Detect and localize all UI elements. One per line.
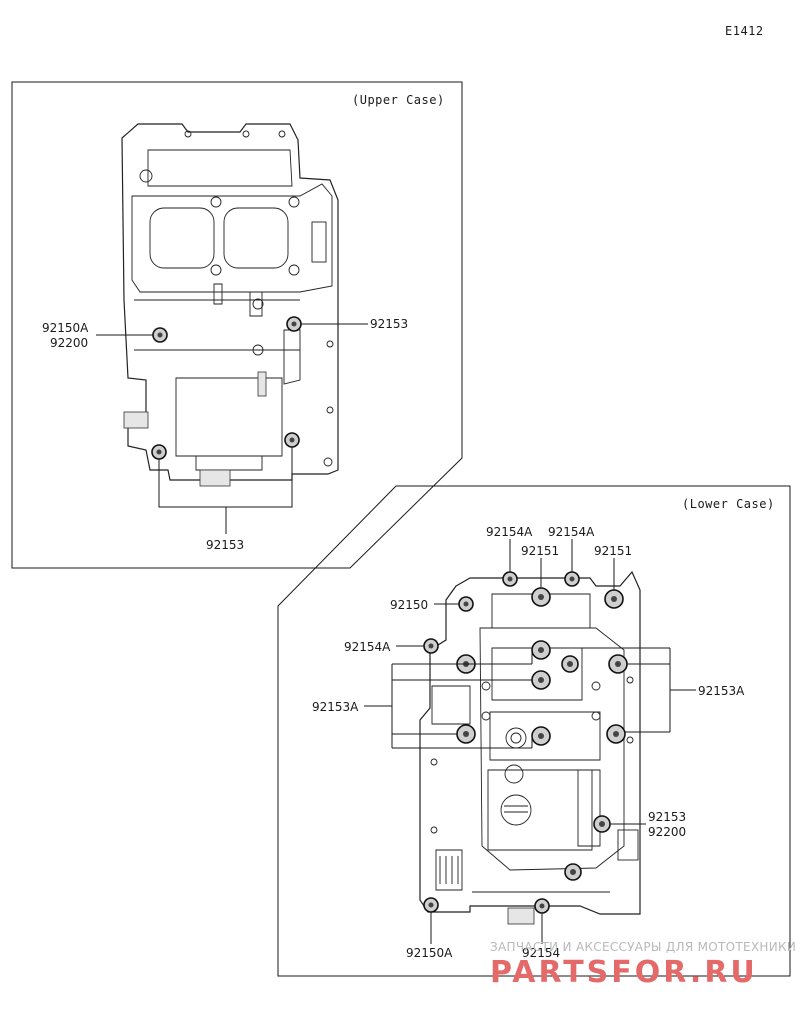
lower-bolt-92150 bbox=[458, 596, 474, 612]
label-upper-92150A: 92150A bbox=[42, 321, 89, 335]
lower-case-frame bbox=[277, 485, 791, 977]
upper-case-caption: (Upper Case) bbox=[352, 93, 445, 107]
lower-bolt-92151-2 bbox=[604, 589, 624, 609]
label-lower-92153A-right: 92153A bbox=[698, 684, 745, 698]
lower-bolt-92153A-l3 bbox=[531, 670, 551, 690]
lower-bolt-92153 bbox=[593, 815, 611, 833]
label-lower-92150A: 92150A bbox=[406, 946, 453, 960]
label-upper-92153-bottom: 92153 bbox=[206, 538, 244, 552]
leader-lower-92153A-right bbox=[580, 647, 696, 733]
lower-bolt-92150A bbox=[423, 897, 439, 913]
lower-bolt-92154A-2 bbox=[564, 571, 580, 587]
label-lower-92153A-left: 92153A bbox=[312, 700, 359, 714]
label-lower-92154A-1: 92154A bbox=[486, 525, 533, 539]
upper-bolt-92153-bottom-left bbox=[151, 444, 167, 460]
lower-bolt-92153A-l5 bbox=[531, 726, 551, 746]
label-upper-92153-right: 92153 bbox=[370, 317, 408, 331]
upper-bolt-92153-right bbox=[286, 316, 302, 332]
lower-bolt-92153A-r1 bbox=[561, 655, 579, 673]
lower-case-panel: (Lower Case) bbox=[277, 485, 791, 977]
lower-bolt-92153A-l4 bbox=[456, 724, 476, 744]
watermark-tagline: ЗАПЧАСТИ И АКСЕССУАРЫ ДЛЯ МОТОТЕХНИКИ bbox=[490, 940, 796, 954]
label-lower-92154A-3: 92154A bbox=[344, 640, 391, 654]
lower-crankcase-drawing bbox=[419, 570, 641, 925]
leader-upper-92153-bottom bbox=[158, 447, 293, 534]
label-lower-92200: 92200 bbox=[648, 825, 686, 839]
label-upper-92200: 92200 bbox=[50, 336, 88, 350]
lower-bolt-92154 bbox=[534, 898, 550, 914]
upper-bolt-92153-bottom-right bbox=[284, 432, 300, 448]
lower-bolt-92151-1 bbox=[531, 587, 551, 607]
lower-bolt-plain bbox=[564, 863, 582, 881]
lower-case-caption: (Lower Case) bbox=[682, 497, 775, 511]
lower-bolt-92154A-3 bbox=[423, 638, 439, 654]
watermark: ЗАПЧАСТИ И АКСЕССУАРЫ ДЛЯ МОТОТЕХНИКИ PA… bbox=[490, 940, 796, 990]
label-lower-92154: 92154 bbox=[522, 946, 560, 960]
lower-bolt-92154A-1 bbox=[502, 571, 518, 587]
upper-bolt-92150A bbox=[152, 327, 168, 343]
upper-case-panel: (Upper Case) bbox=[11, 81, 463, 569]
lower-bolt-92153A-l2 bbox=[531, 640, 551, 660]
label-lower-92151-2: 92151 bbox=[594, 544, 632, 558]
watermark-site-name: PARTSFOR.RU bbox=[490, 955, 758, 990]
lower-bolt-92153A-r3 bbox=[606, 724, 626, 744]
label-lower-92153: 92153 bbox=[648, 810, 686, 824]
lower-bolt-92153A-r2 bbox=[608, 654, 628, 674]
label-lower-92151-1: 92151 bbox=[521, 544, 559, 558]
upper-crankcase-drawing bbox=[121, 123, 339, 487]
upper-case-frame bbox=[11, 81, 463, 569]
label-lower-92154A-2: 92154A bbox=[548, 525, 595, 539]
leader-lower-92153A-left bbox=[364, 650, 533, 749]
label-lower-92150: 92150 bbox=[390, 598, 428, 612]
diagram-id: E1412 bbox=[725, 24, 764, 38]
